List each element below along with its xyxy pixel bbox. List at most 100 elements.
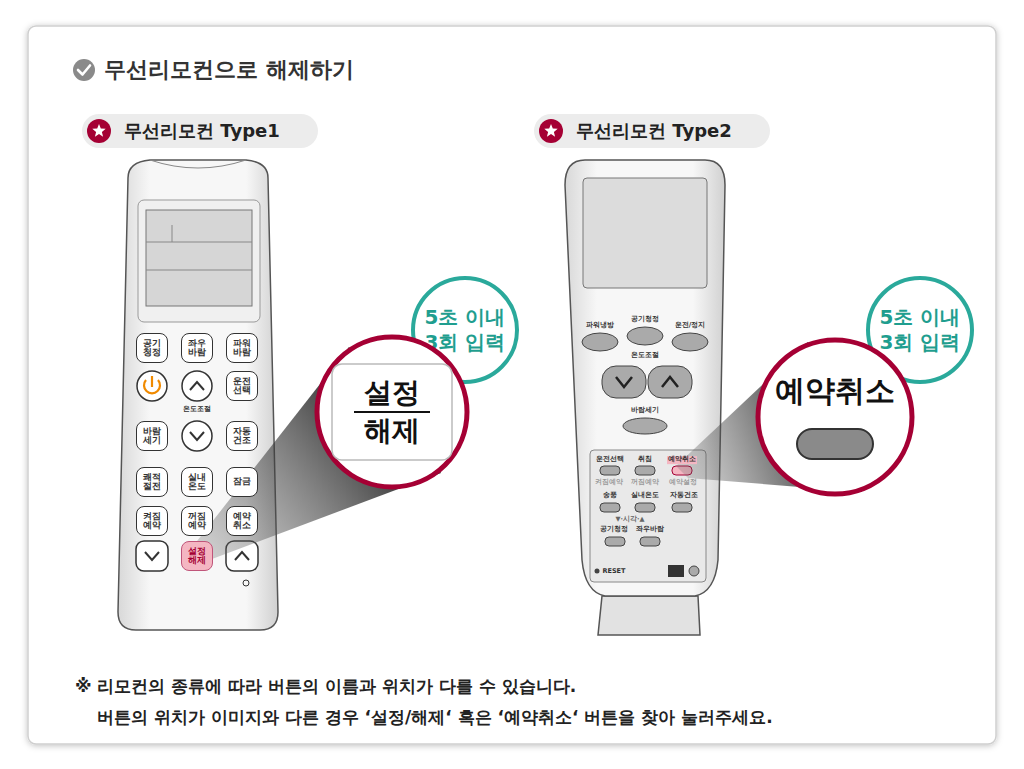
remote-button-text: 운전 선택 [231, 377, 253, 396]
button-label: 예약취소 [667, 456, 697, 464]
highlighted-button: 설정 해제 [181, 541, 213, 571]
button-label: ▼·시각·▲ [616, 516, 645, 523]
button-label: 송풍 [603, 492, 617, 500]
star-icon [92, 124, 105, 137]
remote-button-text: 실내 온도 [186, 473, 208, 492]
magnified-button-text: 예약취소 [775, 373, 895, 409]
type-badge: 무선리모컨 Type1 [82, 114, 318, 148]
button-label: RESET [602, 568, 625, 575]
circle-outline [755, 337, 915, 497]
divider-line [354, 411, 430, 413]
remote-type2-part [602, 366, 646, 398]
remote-type1-part [243, 580, 249, 586]
remote-type2-part [595, 569, 600, 574]
star-icon [87, 119, 111, 143]
remote-type2-part [565, 160, 725, 596]
button-label: 공기청정 [600, 526, 628, 534]
magnified-button: 예약취소 [755, 337, 915, 497]
remote-button-text: 잠금 [233, 477, 251, 486]
remote-type1-part [150, 160, 246, 168]
button-label: 꺼짐예약 [631, 479, 659, 486]
remote-type2-part [605, 537, 625, 546]
remote-button-text: 좌우 바람 [186, 339, 208, 358]
remote-type1-part [190, 382, 204, 390]
note-text: 버튼의 위치가 이미지와 다른 경우 ‘설정/해제‘ 혹은 ‘예약취소‘ 버튼을… [97, 708, 773, 727]
remote-button-text: 바람 세기 [141, 427, 163, 446]
remote-button: 켜짐 예약 [136, 506, 168, 536]
button-label: 파워냉방 [586, 322, 614, 330]
remote-type2-part [668, 565, 684, 577]
callout-circle-text: 5초 이내 3회 입력 [877, 305, 963, 355]
remote-button-text: 쾌적 절전 [141, 473, 163, 492]
button-label: 온도조절 [631, 352, 659, 360]
remote-type1-part [235, 552, 249, 560]
remote-type1-part [136, 541, 168, 571]
button-label: 자동건조 [670, 492, 698, 500]
remote-type2-part [583, 178, 707, 288]
remote-type2-part [689, 566, 699, 576]
page-frame [28, 26, 996, 744]
remote-button: 쾌적 절전 [136, 467, 168, 497]
remote-button: 파워 바람 [226, 333, 258, 363]
remote-type2-part [672, 333, 708, 351]
button-label: 온도조절 [183, 406, 211, 414]
button-face [332, 364, 452, 460]
remote-type1-part [138, 200, 260, 322]
remote-type1-part [151, 376, 153, 387]
star-icon [544, 124, 557, 137]
button-face [797, 429, 873, 459]
remote-type2-part [582, 333, 618, 351]
check-icon-part [78, 66, 90, 75]
remote-type1-part [146, 270, 252, 271]
type-badge-text: 무선리모컨 Type1 [124, 120, 280, 142]
note-text: ※ 리모컨의 종류에 따라 버튼의 이름과 위치가 다를 수 있습니다. [75, 677, 576, 696]
remote-type2-part [600, 466, 620, 475]
remote-type1-part [118, 160, 278, 630]
remote-type1-part [145, 552, 159, 560]
remote-button: 바람 세기 [136, 421, 168, 451]
button-label: 운전/정지 [675, 322, 706, 330]
remote-button: 좌우 바람 [181, 333, 213, 363]
remote-type1-part [190, 432, 204, 440]
remote-type1-part [182, 371, 212, 401]
button-label: 좌우바람 [636, 526, 664, 534]
remote-button-text: 예약 취소 [231, 512, 253, 531]
type-badge-text: 무선리모컨 Type2 [576, 120, 732, 142]
remote-type1-part [146, 210, 252, 306]
remote-button-text: 켜짐 예약 [141, 512, 163, 531]
magnified-button-text: 설정 해제 [357, 374, 427, 450]
remote-type1-part [172, 225, 173, 242]
remote-type1-part [182, 421, 212, 451]
remote-type2-part [627, 327, 663, 345]
circle-outline [317, 337, 467, 487]
remote-type2-part [672, 503, 692, 512]
remote-button-text: 자동 건조 [231, 427, 253, 446]
remote-type2-part [616, 377, 632, 387]
remote-button-text: 꺼짐 예약 [186, 512, 208, 531]
button-label: 취침 [638, 456, 652, 464]
remote-type2-part [598, 596, 700, 635]
remote-button-text: 파워 바람 [231, 339, 253, 358]
circle-outline [758, 340, 912, 494]
remote-type2-part [600, 503, 620, 512]
remote-type2-part [648, 366, 692, 398]
remote-type2-part [640, 537, 660, 546]
button-label: 공기청정 [631, 316, 659, 324]
remote-type2 [565, 160, 725, 635]
remote-type2-part [662, 377, 678, 387]
button-label: 켜짐예약 [595, 479, 623, 486]
remote-type1 [118, 160, 278, 630]
remote-button-text: 공기 청정 [141, 339, 163, 358]
type-badge: 무선리모컨 Type2 [534, 114, 770, 148]
remote-button: 잠금 [226, 467, 258, 497]
remote-type2-part [635, 503, 655, 512]
check-icon [73, 59, 95, 81]
magnifier-cone [190, 342, 862, 562]
remote-button: 공기 청정 [136, 333, 168, 363]
remote-type1-part [137, 371, 167, 401]
remote-type2-part [623, 418, 667, 434]
page-title: 무선리모컨으로 해제하기 [104, 55, 354, 85]
star-icon [539, 119, 563, 143]
button-label: 실내온도 [631, 492, 659, 500]
check-icon-part [73, 59, 95, 81]
